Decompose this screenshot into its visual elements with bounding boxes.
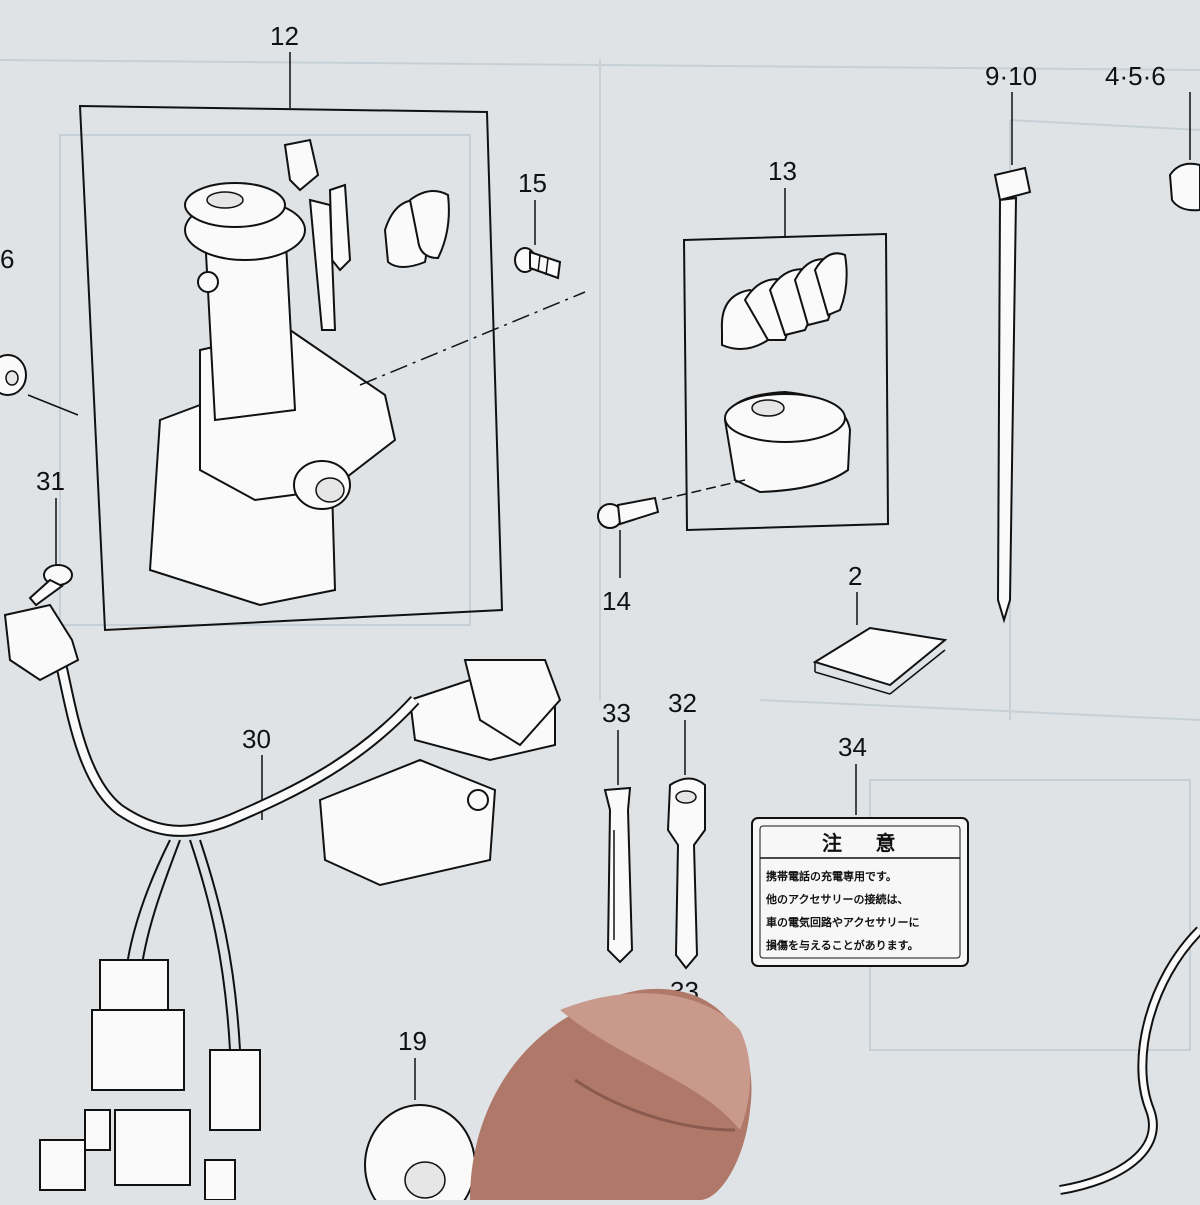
part-19-grommet: 19 — [364, 1026, 476, 1205]
warning-label-line-4: 損傷を与えることがあります。 — [766, 938, 919, 952]
part-12-ignition-switch: 12 — [78, 21, 586, 632]
part-31-screw: 31 — [28, 466, 73, 607]
thumb-occlusion — [470, 988, 752, 1200]
callout-32: 32 — [668, 688, 697, 718]
callout-34: 34 — [838, 732, 867, 762]
callout-30: 30 — [242, 724, 271, 754]
part-13-frame — [682, 232, 890, 532]
part-34-warning-label: 34 注 意 携帯電話の充電専用です。 他のアクセサリーの接続は、 車の電気回路… — [751, 732, 969, 967]
warning-label-title: 注 意 — [822, 831, 910, 855]
part-6-washer: 6 — [0, 244, 79, 416]
callout-9-10: 9·10 — [985, 61, 1037, 91]
callout-12: 12 — [270, 21, 299, 51]
warning-label-line-2: 他のアクセサリーの接続は、 — [765, 892, 908, 906]
part-32-key: 32 — [666, 688, 706, 970]
part-33-key-blank: 33 — [602, 698, 634, 964]
callout-4-5-6: 4·5·6 — [1105, 61, 1166, 91]
part-cable-loop — [1059, 926, 1200, 1195]
warning-label-line-1: 携帯電話の充電専用です。 — [766, 869, 897, 883]
warning-label-line-3: 車の電気回路やアクセサリーに — [766, 915, 919, 929]
part-15-screw: 15 — [514, 168, 562, 280]
callout-31: 31 — [36, 466, 65, 496]
callout-15: 15 — [518, 168, 547, 198]
part-14-screw: 14 — [597, 496, 660, 616]
part-30-wiring-harness: 30 — [3, 603, 562, 1201]
callout-19: 19 — [398, 1026, 427, 1056]
callout-2: 2 — [848, 561, 862, 591]
callout-14: 14 — [602, 586, 631, 616]
part-9-10-cable-tie: 9·10 — [985, 61, 1037, 624]
warning-label-frame — [751, 817, 969, 967]
part-13-key-cylinder-set: 13 — [659, 156, 890, 532]
callout-33: 33 — [602, 698, 631, 728]
part-2-pad: 2 — [812, 561, 948, 695]
part-4-5-6-clamp: 4·5·6 — [1105, 61, 1200, 212]
callout-13: 13 — [768, 156, 797, 186]
part-12-frame — [78, 104, 504, 632]
callout-6: 6 — [0, 244, 14, 274]
